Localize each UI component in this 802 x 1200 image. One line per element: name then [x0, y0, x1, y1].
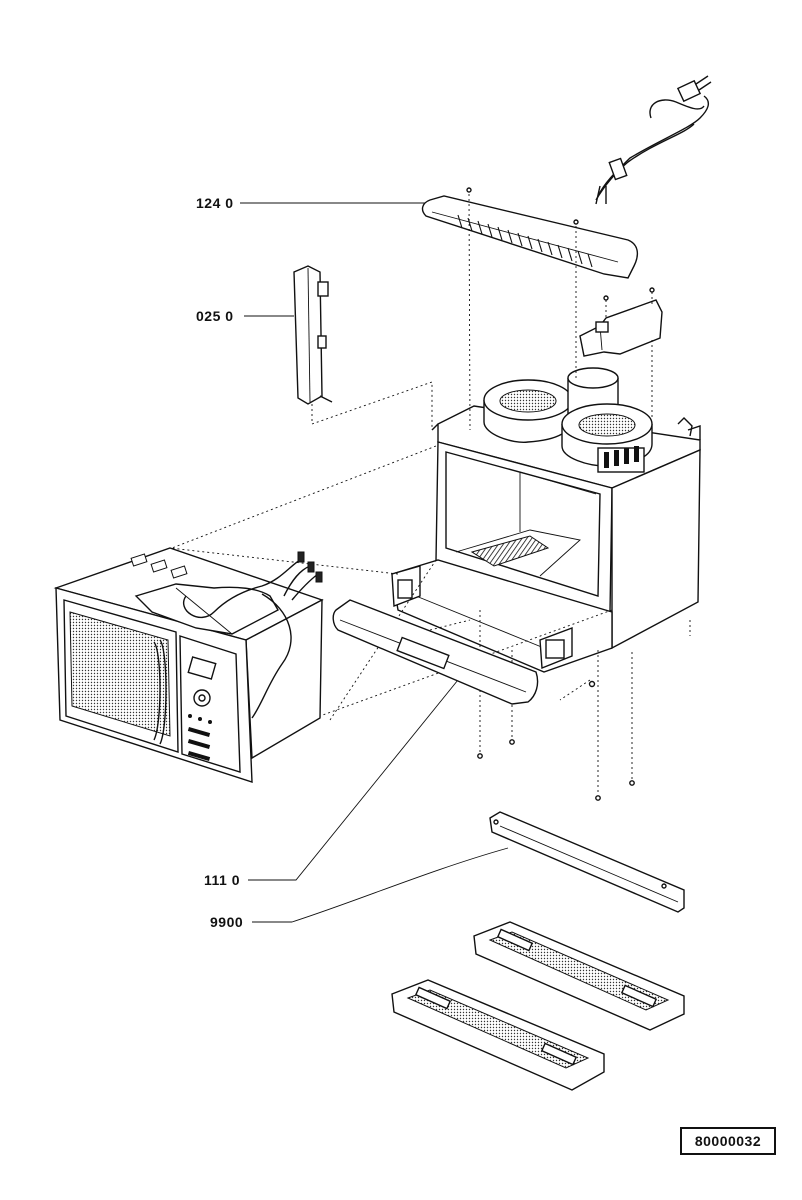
document-number: 80000032: [694, 1133, 762, 1149]
callout-part-9900: 9900: [210, 914, 244, 930]
fan-ring-left: [483, 379, 573, 443]
callout-leader-9900: [252, 847, 509, 923]
callout-part-1240: 124 0: [196, 195, 234, 211]
document-number-box: 80000032: [680, 1127, 776, 1155]
top-vent-grille: [421, 187, 639, 279]
microwave-oven: [53, 547, 324, 783]
mounting-bracket: [579, 287, 663, 357]
power-cord-icon: [595, 75, 712, 205]
callout-part-0250: 025 0: [196, 308, 234, 324]
hood-housing: [391, 405, 701, 673]
callout-part-1110: 111 0: [204, 872, 240, 888]
grease-filter-upper: [473, 921, 685, 1031]
fan-ring-right: [561, 403, 653, 473]
side-trim-strip: [293, 265, 433, 430]
grease-filter-lower: [391, 979, 605, 1091]
front-lower-trim: [332, 599, 539, 705]
mounting-rail: [489, 811, 685, 913]
callout-leader-1110: [248, 674, 463, 881]
